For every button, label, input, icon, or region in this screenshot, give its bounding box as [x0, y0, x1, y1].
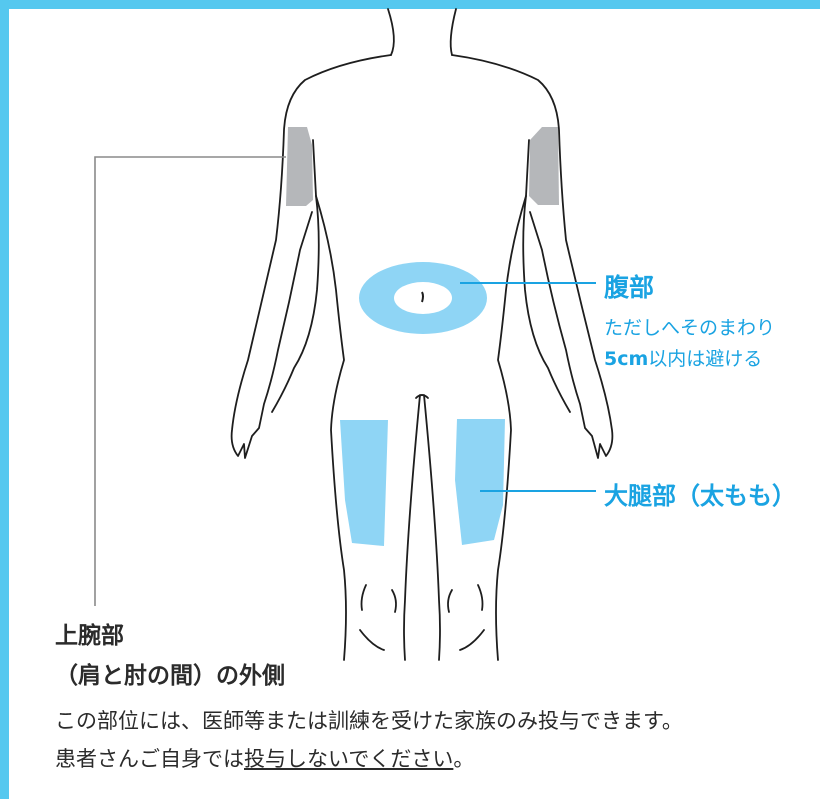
left-inner-arm: [271, 139, 320, 413]
abdomen-note-distance: 5cm: [604, 348, 649, 370]
upper-arm-leader-line: [94, 156, 286, 606]
frame-left-border: [0, 0, 9, 799]
frame-top-border: [0, 0, 820, 9]
abdomen-note-rest: 以内は避ける: [648, 348, 763, 370]
navel-mark: [421, 291, 424, 303]
note-line2-suffix: 。: [453, 747, 475, 771]
left-outline: [230, 54, 392, 459]
neck-left: [387, 8, 395, 56]
abdomen-label: 腹部: [604, 273, 655, 302]
inner-leg-left: [403, 394, 421, 661]
right-knee-mark-1: [447, 589, 453, 613]
abdomen-note-line2: 5cm以内は避ける: [604, 344, 762, 371]
left-knee-mark-1: [360, 584, 367, 611]
crotch: [415, 394, 429, 399]
right-inner-arm: [522, 139, 571, 413]
note-line2: 患者さんご自身では投与しないでください。: [55, 743, 474, 773]
note-line2-prefix: 患者さんご自身では: [55, 747, 244, 771]
inner-leg-right: [423, 394, 441, 661]
note-warning-underlined: 投与しないでください: [244, 747, 454, 771]
left-shin-mark: [359, 629, 385, 651]
abdomen-note-line1: ただしへそのまわり: [604, 317, 776, 339]
left-upper-arm-zone: [286, 127, 313, 206]
right-knee-mark-2: [477, 584, 484, 611]
left-torso: [315, 195, 347, 661]
right-upper-arm-zone: [529, 127, 559, 205]
neck-right: [449, 8, 457, 56]
right-outline: [451, 54, 614, 459]
upper-arm-label-line2: （肩と肘の間）の外側: [55, 663, 285, 689]
upper-arm-label-line1: 上腕部: [55, 623, 124, 649]
right-torso: [495, 195, 527, 661]
right-thigh-zone: [455, 419, 505, 545]
note-line1: この部位には、医師等または訓練を受けた家族のみ投与できます。: [55, 709, 683, 733]
right-shin-mark: [459, 629, 485, 651]
left-knee-mark-2: [391, 589, 397, 613]
left-thigh-zone: [340, 420, 388, 546]
thigh-label: 大腿部（太もも）: [604, 482, 796, 510]
